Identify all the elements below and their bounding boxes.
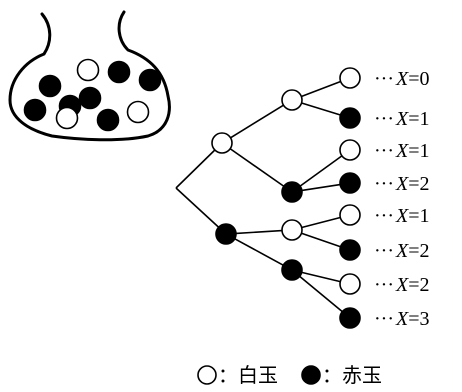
outcome-value: 2 — [419, 173, 429, 195]
tree-branch — [299, 275, 343, 313]
outcome-variable: X — [395, 108, 409, 130]
red-ball-icon — [339, 107, 361, 129]
outcome-dots: ··· — [374, 140, 394, 162]
red-ball-icon — [38, 74, 62, 98]
outcome-label: ···X=1 — [374, 108, 429, 130]
red-ball-icon — [96, 108, 120, 132]
outcome-label: ···X=2 — [374, 173, 429, 195]
outcome-variable: X — [395, 173, 409, 195]
outcome-variable: X — [395, 274, 409, 296]
tree-branch — [301, 232, 341, 248]
outcome-dots: ··· — [374, 205, 394, 227]
red-ball-icon — [281, 259, 303, 281]
legend-white-ball-icon — [197, 365, 217, 385]
bag-balls — [23, 58, 162, 132]
white-ball-icon — [211, 132, 233, 154]
outcome-dots: ··· — [374, 108, 394, 130]
red-ball-icon — [215, 223, 237, 245]
tree-branches — [175, 80, 343, 313]
legend-red-label: ：赤玉 — [322, 363, 382, 387]
outcome-label: ···X=3 — [374, 308, 429, 330]
white-ball-icon — [281, 219, 303, 241]
tree-branch — [301, 102, 341, 116]
tree-branch — [229, 148, 285, 187]
outcome-label: ···X=1 — [374, 140, 429, 162]
outcome-label: ···X=2 — [374, 274, 429, 296]
outcome-variable: X — [395, 205, 409, 227]
tree-branch — [301, 271, 341, 283]
outcome-dots: ··· — [374, 274, 394, 296]
legend-red-ball-icon — [301, 365, 321, 385]
outcome-equals: = — [408, 308, 419, 330]
red-ball-icon — [78, 86, 102, 110]
outcome-equals: = — [408, 205, 419, 227]
red-ball-icon — [339, 172, 361, 194]
outcome-dots: ··· — [374, 240, 394, 262]
white-ball-icon — [55, 106, 79, 130]
red-ball-icon — [107, 60, 131, 84]
white-ball-icon — [281, 89, 303, 111]
outcome-equals: = — [408, 68, 419, 90]
tree-branch — [235, 229, 283, 235]
tree-nodes — [211, 67, 361, 329]
outcome-dots: ··· — [374, 308, 394, 330]
red-ball-icon — [138, 68, 162, 92]
outcome-label: ···X=2 — [374, 240, 429, 262]
red-ball-icon — [281, 181, 303, 203]
outcome-value: 2 — [419, 274, 429, 296]
legend: ：白玉 ：赤玉 — [197, 363, 382, 387]
outcome-equals: = — [408, 240, 419, 262]
tree-branch — [299, 155, 343, 187]
tree-branch — [301, 183, 341, 192]
white-ball-icon — [126, 100, 150, 124]
white-ball-icon — [339, 273, 361, 295]
outcome-value: 3 — [419, 308, 429, 330]
legend-white-label: ：白玉 — [218, 363, 278, 387]
tree-branch — [175, 187, 220, 228]
outcome-value: 1 — [419, 108, 429, 130]
outcome-value: 0 — [419, 68, 429, 90]
red-ball-icon — [339, 307, 361, 329]
outcome-equals: = — [408, 108, 419, 130]
white-ball-icon — [339, 67, 361, 89]
outcome-equals: = — [408, 274, 419, 296]
outcome-value: 1 — [419, 205, 429, 227]
outcome-dots: ··· — [374, 68, 394, 90]
white-ball-icon — [76, 58, 100, 82]
outcome-variable: X — [395, 68, 409, 90]
outcome-value: 1 — [419, 140, 429, 162]
red-ball-icon — [339, 239, 361, 261]
white-ball-icon — [339, 139, 361, 161]
outcome-equals: = — [408, 173, 419, 195]
red-ball-icon — [23, 98, 47, 122]
outcome-value: 2 — [419, 240, 429, 262]
outcome-variable: X — [395, 308, 409, 330]
outcome-label: ···X=1 — [374, 205, 429, 227]
outcome-equals: = — [408, 140, 419, 162]
outcome-variable: X — [395, 140, 409, 162]
tree-branch — [230, 104, 284, 139]
tree-branch — [175, 149, 216, 189]
tree-branch — [301, 80, 341, 98]
outcome-variable: X — [395, 240, 409, 262]
bag — [8, 10, 171, 142]
outcome-label: ···X=0 — [374, 68, 429, 90]
white-ball-icon — [339, 204, 361, 226]
outcome-labels: ···X=0···X=1···X=1···X=2···X=1···X=2···X… — [374, 68, 429, 330]
bag-outline — [8, 10, 171, 142]
tree-branch — [234, 238, 284, 266]
tree-branch — [301, 216, 341, 229]
outcome-dots: ··· — [374, 173, 394, 195]
